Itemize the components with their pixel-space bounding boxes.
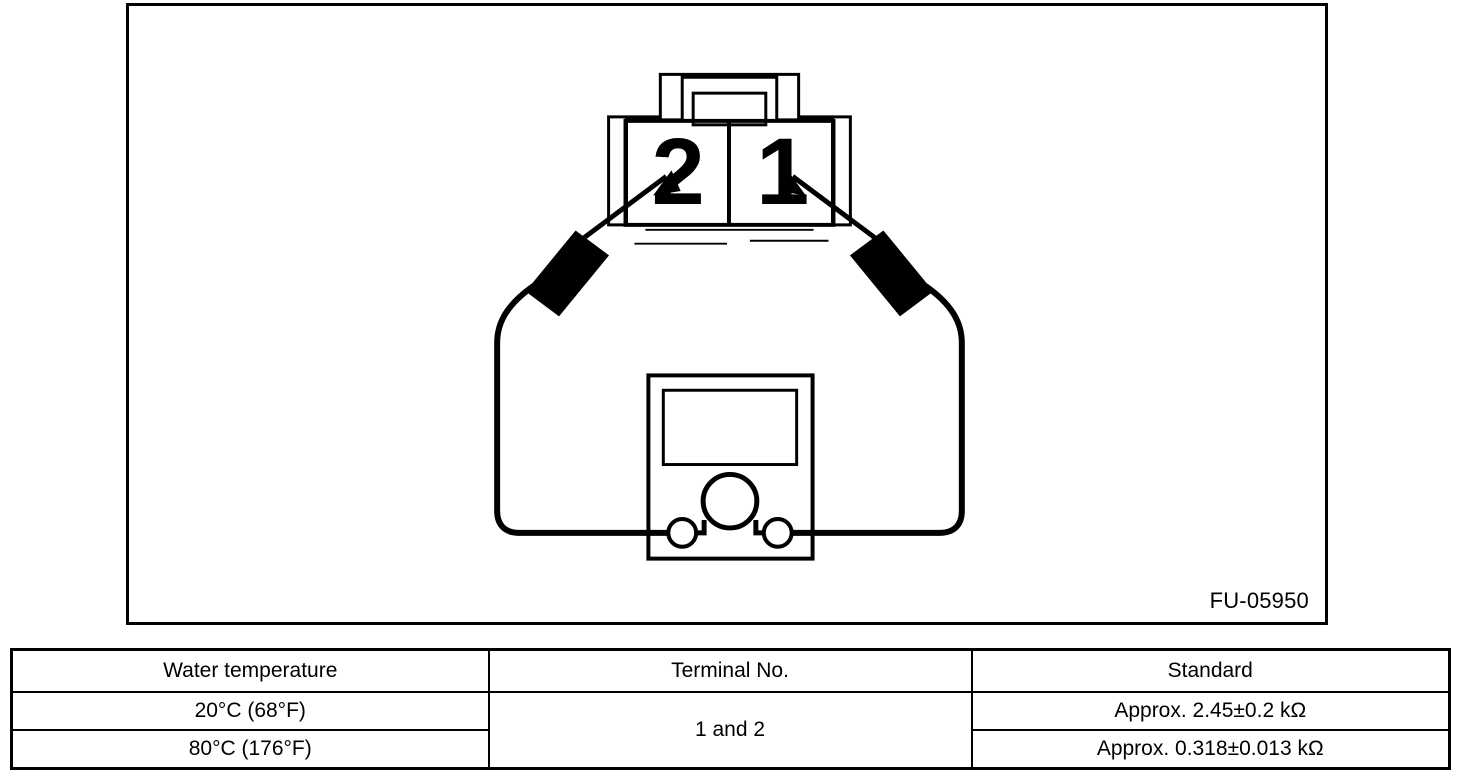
terminal-label-2: 2 [652,119,705,225]
right-probe-tip [778,170,806,196]
figure-panel: 2 1 FU-05950 [126,3,1328,625]
specification-table: Water temperature Terminal No. Standard … [10,648,1451,770]
connector-resistance-measurement-diagram: 2 1 [494,72,965,561]
right-probe-shaft [791,174,882,244]
multimeter-body [646,373,815,561]
left-probe-handle [525,230,610,317]
multimeter-display [661,388,799,467]
table-row: 20°C (68°F) 1 and 2 Approx. 2.45±0.2 kΩ [10,691,1451,770]
multimeter-jack-right [761,517,794,549]
column-header-standard: Standard [970,648,1451,693]
right-probe-handle [849,230,934,317]
figure-reference-code: FU-05950 [1209,588,1309,613]
left-probe-lead-wire [494,283,675,536]
cell-standard-2: Approx. 0.318±0.013 kΩ [970,729,1451,770]
column-header-water-temperature: Water temperature [10,648,490,693]
terminal-label-1: 1 [756,119,809,225]
left-probe-shaft [577,174,668,244]
table-header-row: Water temperature Terminal No. Standard [10,648,1451,693]
left-probe-tip [653,170,681,196]
cell-standard-1: Approx. 2.45±0.2 kΩ [970,691,1451,731]
table-row: 80°C (176°F) Approx. 0.318±0.013 kΩ [10,729,1451,770]
ohm-symbol-circle [700,471,760,531]
column-header-terminal-no: Terminal No. [487,648,973,693]
cell-water-temperature-2: 80°C (176°F) [10,729,490,770]
cell-terminal-pair: 1 and 2 [487,691,973,770]
right-probe-lead-wire [784,283,965,536]
multimeter-jack-left [666,517,699,549]
cell-water-temperature-1: 20°C (68°F) [10,691,490,731]
